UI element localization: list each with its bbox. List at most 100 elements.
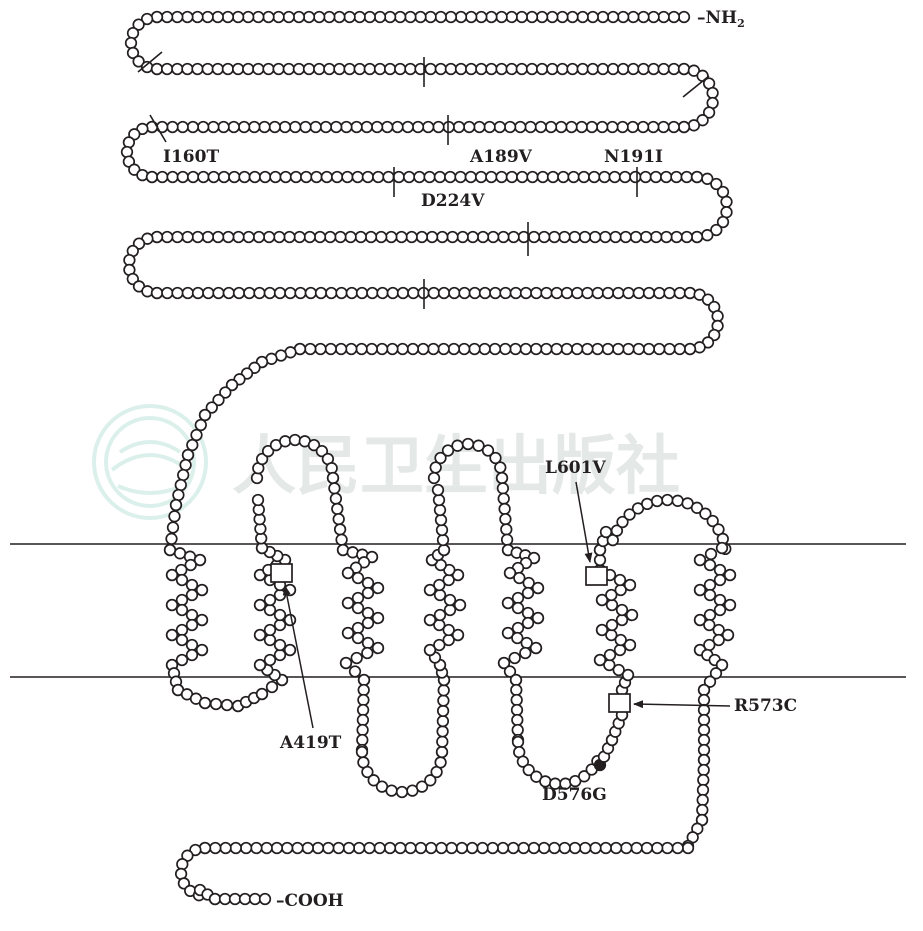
residue [468, 286, 481, 300]
arrow-r573c [633, 700, 731, 709]
residue [320, 170, 333, 184]
residue [571, 286, 584, 300]
residue [343, 62, 356, 76]
residue [596, 62, 610, 76]
residue [620, 841, 633, 855]
residue [173, 547, 187, 560]
residue [265, 680, 279, 694]
residue [432, 493, 446, 507]
residue [414, 10, 427, 24]
residue [181, 448, 195, 462]
residue [534, 120, 547, 134]
residue [444, 10, 458, 24]
residue [260, 841, 273, 855]
residue [510, 683, 523, 697]
residue [436, 704, 450, 718]
residue [348, 665, 362, 678]
residue [515, 62, 528, 76]
residue [394, 62, 407, 76]
residue [372, 170, 385, 184]
residue [661, 493, 674, 507]
residue [433, 588, 447, 602]
residue [355, 286, 369, 300]
residue [566, 10, 579, 24]
residue [444, 170, 457, 184]
residue [703, 578, 717, 592]
residue [612, 286, 625, 300]
residue [404, 841, 417, 855]
residue [485, 62, 498, 76]
residue [687, 119, 701, 132]
residue [556, 10, 569, 24]
residue [715, 658, 729, 672]
residue [423, 613, 437, 627]
residue [639, 170, 652, 184]
residue [540, 286, 553, 300]
arrow-a419t [282, 585, 314, 729]
residue [341, 626, 355, 640]
residue [344, 230, 357, 244]
residue [651, 841, 664, 855]
residue [186, 438, 199, 452]
residue [558, 841, 571, 855]
residue [292, 10, 306, 24]
residue [251, 493, 265, 507]
residue [531, 581, 545, 595]
residue [453, 598, 467, 612]
residue [647, 120, 660, 134]
break-mark [137, 51, 163, 73]
residue [661, 841, 674, 855]
residue [326, 471, 340, 485]
n-terminus-label: –NH2 [697, 8, 745, 30]
residue [586, 10, 599, 24]
residue [150, 10, 164, 24]
residue [422, 120, 435, 134]
residue [411, 120, 425, 134]
residue [489, 451, 502, 465]
residue [715, 541, 729, 555]
residue [649, 170, 663, 184]
residue [713, 573, 727, 587]
residue [579, 841, 592, 855]
residue [521, 616, 535, 630]
residue [360, 120, 373, 134]
residue [505, 10, 518, 24]
residue [186, 120, 200, 134]
residue [622, 342, 635, 356]
residue [357, 683, 370, 697]
residue [263, 633, 277, 647]
residue [272, 10, 285, 24]
residue [511, 631, 524, 645]
residue [581, 342, 594, 356]
residue [485, 170, 498, 184]
residue [507, 230, 520, 244]
residue [373, 10, 387, 24]
residue [578, 230, 592, 244]
residue [630, 841, 643, 855]
residue [690, 230, 704, 244]
residue [424, 10, 437, 24]
residue [140, 12, 154, 26]
residue [394, 841, 407, 855]
residue [332, 841, 345, 855]
residue [443, 593, 457, 607]
residue [373, 841, 386, 855]
c-terminus-label: –COOH [276, 891, 344, 911]
residue [697, 723, 711, 737]
residue [371, 581, 385, 595]
residue [612, 663, 625, 677]
residue [437, 286, 451, 300]
residue [222, 286, 235, 300]
residue [232, 230, 245, 244]
residue [637, 10, 650, 24]
residue [222, 230, 235, 244]
residue [356, 713, 370, 727]
residue [191, 286, 205, 300]
residue [507, 841, 520, 855]
residue [231, 62, 245, 76]
residue [436, 230, 449, 244]
residue [330, 120, 343, 134]
residue [697, 703, 711, 717]
residue [530, 286, 543, 300]
